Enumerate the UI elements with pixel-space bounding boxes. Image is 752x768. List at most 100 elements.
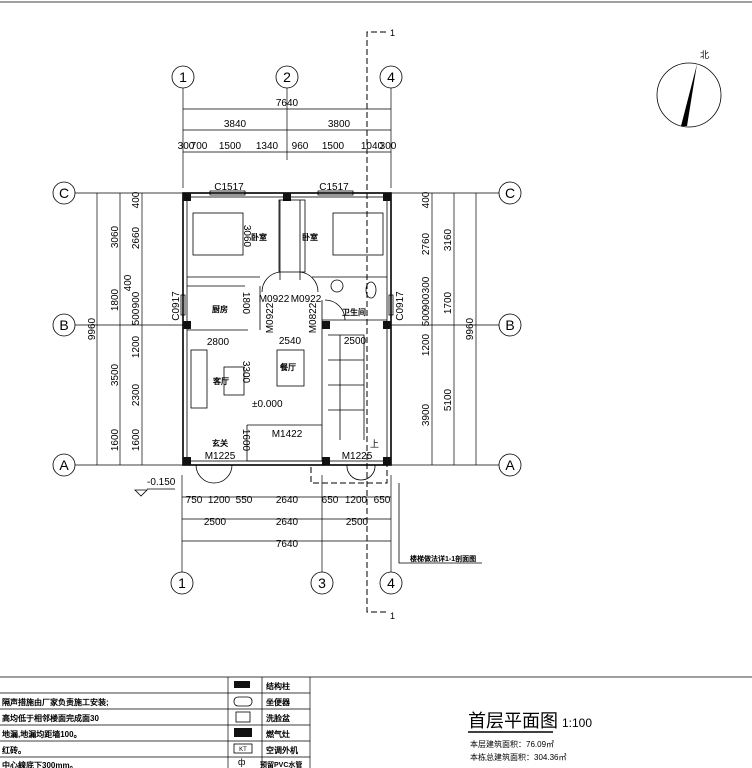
bed-icon — [192, 212, 244, 256]
svg-text:300: 300 — [178, 141, 195, 152]
washbasin-icon — [330, 279, 344, 293]
svg-text:3160: 3160 — [443, 228, 454, 251]
svg-text:4: 4 — [387, 69, 395, 85]
svg-text:9960: 9960 — [465, 317, 476, 340]
svg-text:结构柱: 结构柱 — [266, 681, 290, 691]
svg-text:3500: 3500 — [110, 363, 121, 386]
section-mark-top: 1 — [390, 28, 395, 38]
svg-text:1500: 1500 — [219, 141, 242, 152]
furniture — [190, 199, 384, 440]
svg-text:KT: KT — [239, 747, 247, 753]
svg-text:3060: 3060 — [110, 225, 121, 248]
svg-text:2640: 2640 — [276, 517, 299, 528]
section-line: 1 1 — [366, 28, 395, 621]
room-foyer: 玄关 — [212, 438, 228, 448]
svg-text:预留PVC水管: 预留PVC水管 — [260, 760, 302, 768]
svg-text:900: 900 — [131, 291, 142, 308]
svg-text:坐便器: 坐便器 — [266, 697, 291, 707]
pvc-pipe-icon: ф — [238, 757, 246, 767]
svg-text:1600: 1600 — [131, 428, 142, 451]
bed-icon — [332, 212, 384, 256]
svg-text:2760: 2760 — [421, 232, 432, 255]
svg-text:5100: 5100 — [443, 388, 454, 411]
svg-text:2500: 2500 — [344, 336, 367, 347]
svg-text:3800: 3800 — [328, 119, 351, 130]
room-dining: 餐厅 — [279, 362, 296, 372]
svg-text:1: 1 — [178, 575, 186, 591]
opening-labels: C1517 C1517 C0917 C0917 M0922 M0922 M092… — [134, 182, 406, 497]
svg-text:400: 400 — [421, 191, 432, 208]
svg-text:1600: 1600 — [240, 429, 251, 452]
svg-text:2800: 2800 — [207, 337, 230, 348]
floor-area: 本层建筑面积：76.09㎡ — [470, 739, 554, 749]
stair-note: 楼梯做法详1-1剖面图 — [398, 483, 482, 564]
svg-text:1: 1 — [179, 69, 187, 85]
svg-text:1040: 1040 — [361, 141, 384, 152]
svg-text:B: B — [59, 317, 68, 333]
svg-text:7640: 7640 — [276, 98, 299, 109]
svg-text:300: 300 — [380, 141, 397, 152]
svg-text:C0917: C0917 — [395, 291, 406, 321]
svg-text:3: 3 — [318, 575, 326, 591]
svg-text:500: 500 — [131, 308, 142, 325]
walls — [182, 192, 392, 466]
svg-text:1340: 1340 — [256, 141, 279, 152]
svg-text:M0922: M0922 — [291, 294, 322, 305]
svg-text:红砖。: 红砖。 — [2, 745, 26, 755]
svg-text:M1225: M1225 — [342, 451, 373, 462]
north-arrow-icon: 北 — [656, 50, 722, 128]
room-labels: 卧室 卧室 厨房 卫生间 客厅 餐厅 玄关 — [212, 232, 366, 448]
bottom-dimensions: 750 1200 550 2640 650 1200 650 2500 2640… — [182, 495, 391, 550]
toilet-icon — [233, 696, 253, 707]
dining-table-icon — [276, 349, 305, 387]
total-area: 本栋总建筑面积：304.36㎡ — [470, 752, 566, 762]
north-label: 北 — [700, 50, 709, 60]
svg-text:1200: 1200 — [345, 495, 368, 506]
svg-text:2300: 2300 — [131, 383, 142, 406]
windows — [180, 190, 394, 316]
svg-text:中心線底下300mm。: 中心線底下300mm。 — [2, 760, 78, 768]
title-scale: 1:100 — [562, 716, 592, 730]
svg-text:2: 2 — [283, 69, 291, 85]
svg-text:高均低于相邻楼面完成面30: 高均低于相邻楼面完成面30 — [2, 713, 99, 723]
svg-text:1800: 1800 — [110, 288, 121, 311]
washbasin-icon — [235, 711, 251, 723]
stair-icon — [328, 334, 365, 440]
svg-text:400: 400 — [123, 274, 134, 291]
svg-text:燃气灶: 燃气灶 — [266, 729, 290, 739]
svg-text:M1225: M1225 — [205, 451, 236, 462]
svg-text:7640: 7640 — [276, 539, 299, 550]
svg-text:M0922: M0922 — [265, 302, 276, 333]
svg-text:隔声措施由厂家负责施工安装;: 隔声措施由厂家负责施工安装; — [2, 697, 109, 707]
svg-text:9960: 9960 — [87, 317, 98, 340]
svg-text:B: B — [505, 317, 514, 333]
svg-text:550: 550 — [236, 495, 253, 506]
svg-text:960: 960 — [292, 141, 309, 152]
legend-table: 隔声措施由厂家负责施工安装; 高均低于相邻楼面完成面30 地漏,地漏均距墙100… — [0, 676, 752, 768]
svg-text:M0922: M0922 — [259, 294, 290, 305]
svg-text:空调外机: 空调外机 — [266, 745, 298, 755]
svg-text:900: 900 — [421, 293, 432, 310]
svg-text:±0.000: ±0.000 — [252, 399, 283, 410]
svg-text:700: 700 — [191, 141, 208, 152]
svg-text:3840: 3840 — [224, 119, 247, 130]
svg-text:地漏,地漏均距墙100。: 地漏,地漏均距墙100。 — [2, 729, 82, 739]
svg-text:1200: 1200 — [208, 495, 231, 506]
svg-text:C1517: C1517 — [319, 182, 349, 193]
svg-text:上: 上 — [370, 439, 379, 449]
svg-text:A: A — [505, 457, 515, 473]
wardrobe-icon — [278, 199, 306, 273]
svg-text:洗脸盆: 洗脸盆 — [266, 713, 291, 723]
svg-text:400: 400 — [131, 191, 142, 208]
left-dimensions: 9960 3060 1800 3500 1600 400 2660 400 90… — [87, 191, 143, 465]
svg-text:3900: 3900 — [421, 403, 432, 426]
svg-text:4: 4 — [387, 575, 395, 591]
tv-table-icon — [223, 366, 245, 396]
svg-text:1200: 1200 — [131, 335, 142, 358]
room-kitchen: 厨房 — [212, 304, 228, 314]
svg-text:-0.150: -0.150 — [147, 477, 176, 488]
room-bedroom-1: 卧室 — [251, 232, 267, 242]
svg-text:A: A — [59, 457, 69, 473]
svg-text:2540: 2540 — [279, 336, 302, 347]
